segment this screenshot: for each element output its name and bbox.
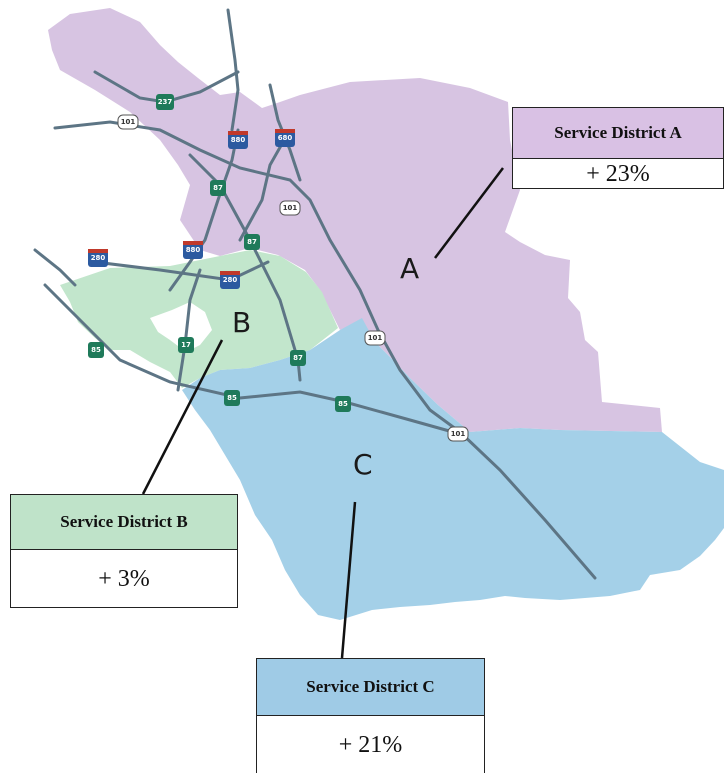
state-17-shield: 17: [178, 337, 194, 353]
road-west: [33, 248, 77, 287]
shield-label: 85: [91, 346, 101, 354]
district-a-region[interactable]: [48, 8, 662, 432]
callout-district-c: Service District C + 21%: [256, 658, 485, 773]
us-101-shield-2: 101: [279, 200, 301, 216]
callout-value: + 3%: [98, 565, 150, 592]
district-b-letter: B: [232, 306, 251, 339]
shield-label: 87: [213, 184, 223, 192]
road-680: [238, 133, 289, 242]
district-c-letter: C: [353, 448, 373, 481]
leader-line-a: [434, 167, 504, 259]
shield-label: 880: [231, 136, 246, 144]
leader-line-c: [340, 501, 357, 659]
shield-label: 17: [181, 341, 191, 349]
callout-title: Service District B: [11, 495, 237, 550]
leader-lines: [141, 167, 504, 659]
interstate-880-shield: 880: [228, 131, 248, 149]
us-101-shield-3: 101: [364, 330, 386, 346]
us-101-shield-4: 101: [447, 426, 469, 442]
leader-line-b: [141, 339, 224, 495]
shield-label: 280: [91, 254, 106, 262]
interstate-680-shield: 680: [275, 129, 295, 147]
shield-label: 280: [223, 276, 238, 284]
callout-district-a: Service District A + 23%: [512, 107, 724, 189]
shield-label: 101: [121, 118, 136, 126]
shield-label: 87: [247, 238, 257, 246]
road-17: [176, 268, 202, 392]
shield-label: 101: [451, 430, 466, 438]
interstate-237-shield: 237: [156, 94, 174, 110]
callout-title: Service District A: [513, 108, 723, 159]
shield-label: 85: [227, 394, 237, 402]
state-87-shield: 87: [210, 180, 226, 196]
callout-title: Service District C: [257, 659, 484, 716]
road-280: [93, 260, 270, 282]
district-a-letter: A: [400, 252, 419, 285]
highway-shields: 237 880 680 101 87 101 87: [88, 94, 469, 442]
interstate-280-shield: 280: [88, 249, 108, 267]
district-c-region[interactable]: [182, 318, 724, 620]
road-vertical: [226, 8, 240, 132]
shield-label: 85: [338, 400, 348, 408]
shield-label: 237: [158, 98, 173, 106]
district-b-hole: [150, 302, 212, 352]
state-85-shield-2: 85: [224, 390, 240, 406]
state-85-shield: 85: [88, 342, 104, 358]
shield-label: 101: [368, 334, 383, 342]
state-87-shield-2: 87: [244, 234, 260, 250]
shield-label: 880: [186, 246, 201, 254]
us-101-shield: 101: [117, 114, 139, 130]
road-101-north: [53, 120, 597, 580]
state-85-shield-3: 85: [335, 396, 351, 412]
shield-label: 680: [278, 134, 293, 142]
shield-label: 101: [283, 204, 298, 212]
road-880: [168, 128, 240, 292]
callout-district-b: Service District B + 3%: [10, 494, 238, 608]
shield-label: 87: [293, 354, 303, 362]
interstate-280-shield-2: 280: [220, 271, 240, 289]
callout-value: + 21%: [338, 731, 403, 758]
interstate-880-shield-2: 880: [183, 241, 203, 259]
state-87-shield-3: 87: [290, 350, 306, 366]
callout-value: + 23%: [586, 161, 650, 187]
